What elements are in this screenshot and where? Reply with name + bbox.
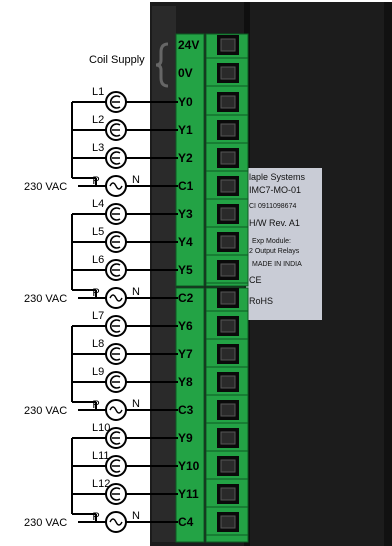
load-label: L11 <box>92 450 110 462</box>
neutral-label: N <box>132 398 140 410</box>
terminal-screw-slot <box>220 123 236 137</box>
terminal-label: Y7 <box>178 347 193 361</box>
product-label-line: 2 Output Relays <box>249 248 300 255</box>
product-label: laple Systems IMC7-MO-01 CI 0911098674 H… <box>246 168 322 320</box>
terminal-label: Y3 <box>178 207 193 221</box>
supply-voltage-label: 230 VAC <box>24 405 67 417</box>
supply-voltage-label: 230 VAC <box>24 517 67 529</box>
ac-source-glyph <box>109 518 123 526</box>
terminal-screw-slot <box>220 207 236 221</box>
load-label: L8 <box>92 338 104 350</box>
coil-load-glyph <box>109 319 121 333</box>
load-label: L10 <box>92 422 110 434</box>
coil-load-glyph <box>109 207 121 221</box>
terminal-screw-slot <box>220 375 236 389</box>
load-label: L2 <box>92 114 104 126</box>
coil-load-glyph <box>109 431 121 445</box>
ac-source-glyph <box>109 182 123 190</box>
coil-load-glyph <box>109 375 121 389</box>
phase-label: P <box>92 511 99 523</box>
phase-label: P <box>92 175 99 187</box>
terminal-screw-slot <box>220 235 236 249</box>
terminal-screw-slot <box>220 95 236 109</box>
terminal-label: Y2 <box>178 151 193 165</box>
ce-mark: CE <box>249 275 262 285</box>
terminal-label: Y8 <box>178 375 193 389</box>
terminal-screw-slot <box>220 66 236 80</box>
terminal-screw-slot <box>220 179 236 193</box>
neutral-label: N <box>132 174 140 186</box>
product-label-line: MADE IN INDIA <box>252 261 302 268</box>
coil-supply-label: Coil Supply <box>89 54 145 66</box>
terminal-label: Y6 <box>178 319 193 333</box>
terminal-screw-slot <box>220 515 236 529</box>
load-label: L3 <box>92 142 104 154</box>
ac-source-glyph <box>109 406 123 414</box>
product-label-line: H/W Rev. A1 <box>249 218 300 228</box>
load-label: L7 <box>92 310 104 322</box>
terminal-label: 24V <box>178 38 199 52</box>
terminal-screw-slot <box>220 38 236 52</box>
coil-load-glyph <box>109 487 121 501</box>
product-label-line: CI 0911098674 <box>249 203 296 210</box>
ac-source-glyph <box>109 294 123 302</box>
supply-voltage-label: 230 VAC <box>24 293 67 305</box>
terminal-label: Y5 <box>178 263 193 277</box>
terminal-label: C3 <box>178 403 194 417</box>
load-label: L5 <box>92 226 104 238</box>
load-label: L12 <box>92 478 110 490</box>
coil-load-glyph <box>109 347 121 361</box>
terminal-label: Y1 <box>178 123 193 137</box>
neutral-label: N <box>132 510 140 522</box>
phase-label: P <box>92 399 99 411</box>
product-label-line: IMC7-MO-01 <box>249 185 301 195</box>
load-label: L9 <box>92 366 104 378</box>
terminal-screw-slot <box>220 151 236 165</box>
terminal-label: C2 <box>178 291 194 305</box>
coil-supply-brace <box>155 42 169 88</box>
terminal-label: Y9 <box>178 431 193 445</box>
product-label-line: laple Systems <box>249 172 306 182</box>
terminal-label: Y0 <box>178 95 193 109</box>
terminal-screw-slot <box>220 431 236 445</box>
coil-load-glyph <box>109 123 121 137</box>
product-label-line: Exp Module: <box>252 238 291 245</box>
load-label: L1 <box>92 86 104 98</box>
terminal-screw-slot <box>220 347 236 361</box>
load-label: L4 <box>92 198 104 210</box>
terminal-screw-slot <box>220 291 236 305</box>
terminal-label: Y11 <box>178 487 199 501</box>
housing-side <box>152 6 176 542</box>
coil-load-glyph <box>109 151 121 165</box>
supply-voltage-label: 230 VAC <box>24 181 67 193</box>
terminal-screw-slot <box>220 403 236 417</box>
terminal-screw-slot <box>220 459 236 473</box>
coil-load-glyph <box>109 95 121 109</box>
coil-load-glyph <box>109 235 121 249</box>
terminal-label: 0V <box>178 66 193 80</box>
neutral-label: N <box>132 286 140 298</box>
phase-label: P <box>92 287 99 299</box>
terminal-screw-slot <box>220 319 236 333</box>
terminal-strip-label-side <box>175 287 205 543</box>
terminal-strip-label-side <box>175 33 205 287</box>
terminal-label: Y10 <box>178 459 200 473</box>
load-label: L6 <box>92 254 104 266</box>
rohs-mark: RoHS <box>249 296 273 306</box>
housing-rib <box>384 2 392 546</box>
coil-load-glyph <box>109 263 121 277</box>
terminal-screw-slot <box>220 487 236 501</box>
coil-load-glyph <box>109 459 121 473</box>
terminal-label: Y4 <box>178 235 193 249</box>
terminal-screw-slot <box>220 263 236 277</box>
terminal-label: C1 <box>178 179 194 193</box>
terminal-label: C4 <box>178 515 194 529</box>
